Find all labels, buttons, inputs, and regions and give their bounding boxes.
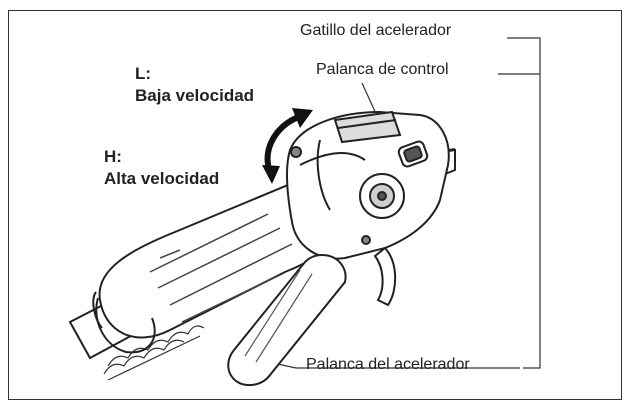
throttle-trigger [373, 246, 397, 307]
label-low-key: L: [135, 64, 152, 83]
label-throttle-lever: Palanca del acelerador [306, 356, 470, 373]
grip-ribs [149, 213, 293, 323]
label-throttle-trigger: Gatillo del acelerador [300, 22, 452, 39]
control-housing [285, 110, 450, 260]
leader-lines [267, 37, 541, 369]
throttle-lever [227, 253, 347, 387]
label-control-lever: Palanca de control [316, 61, 449, 78]
label-low-desc: Baja velocidad [135, 86, 255, 105]
speed-arrowheads [262, 108, 313, 184]
label-high-key: H: [104, 147, 122, 166]
cable-spring [103, 325, 205, 381]
label-high-desc: Alta velocidad [104, 169, 220, 188]
